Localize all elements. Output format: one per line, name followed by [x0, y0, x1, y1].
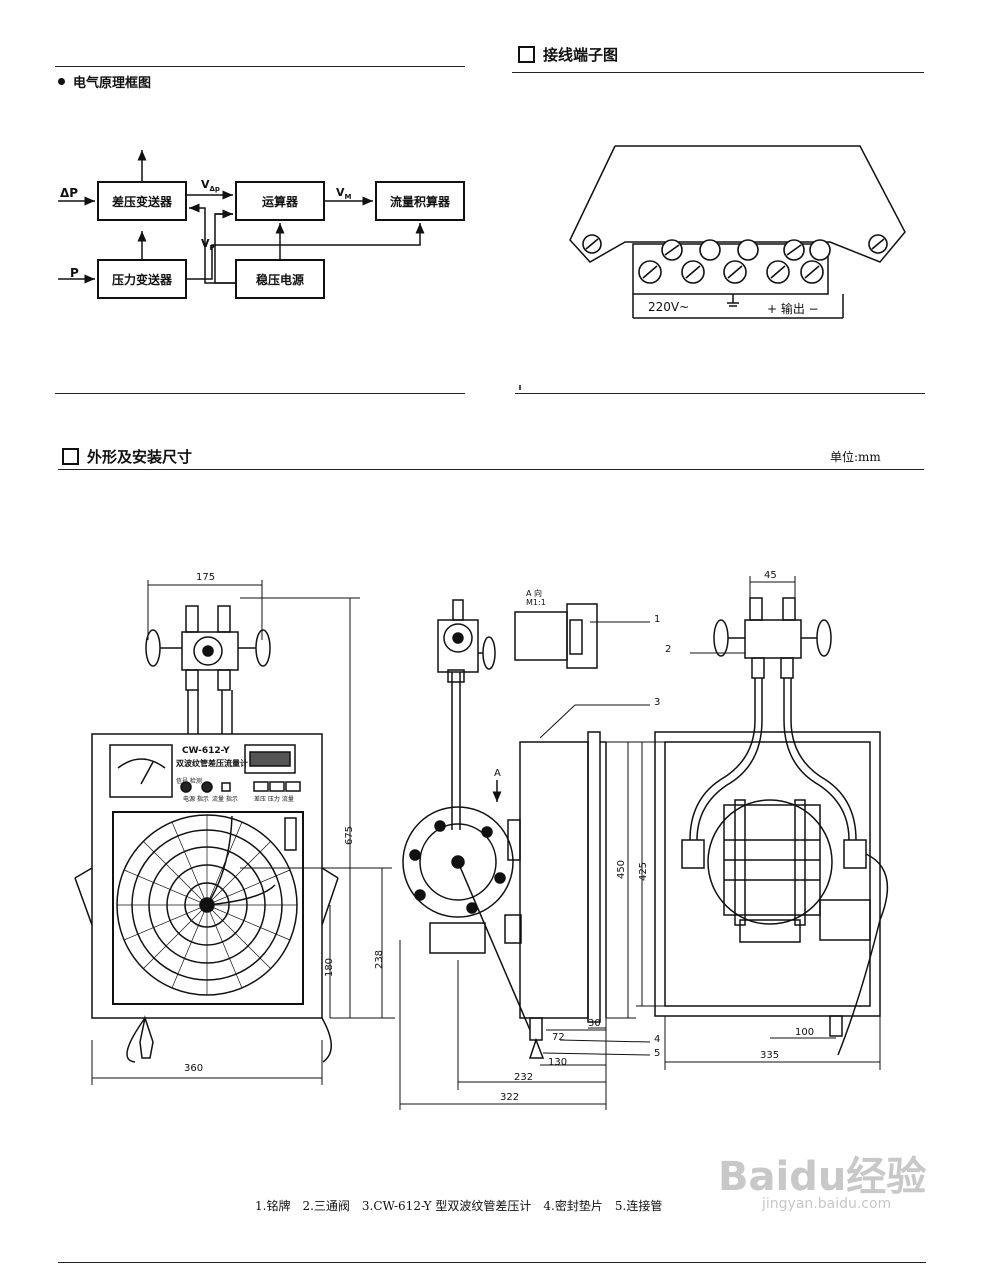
- callout-1: 1: [654, 614, 661, 625]
- dim-238: 238: [374, 949, 386, 970]
- dimensions-title: 外形及安装尺寸: [87, 448, 193, 466]
- rule-bottom: [58, 1262, 926, 1263]
- side-view-dim-lines: [399, 621, 651, 1110]
- dp-transmitter-block: 差压变送器: [97, 181, 187, 221]
- dim-360: 360: [184, 1063, 204, 1074]
- power-supply-block: 稳压电源: [235, 259, 325, 299]
- signal-vdp-label: VΔp: [201, 178, 220, 194]
- dim-100: 100: [795, 1027, 815, 1038]
- callout-4: 4: [654, 1034, 661, 1045]
- side-view-scale: M1:1: [526, 598, 546, 607]
- front-button-labels: 差压 压力 流量: [254, 796, 294, 803]
- callout-3: 3: [654, 697, 661, 708]
- rear-view-drawing: [654, 597, 889, 1056]
- rule-mid-left: [55, 393, 465, 394]
- rule-top-right: [512, 72, 924, 73]
- bullet-icon: [58, 78, 65, 85]
- dim-30: 30: [588, 1018, 601, 1029]
- figure-caption: 1.铭牌 2.三通阀 3.CW-612-Y 型双波纹管差压计 4.密封垫片 5.…: [255, 1199, 663, 1213]
- callout-2: 2: [665, 644, 672, 655]
- dim-45: 45: [764, 570, 777, 581]
- front-indicator-label-1: 电源 指示: [183, 796, 209, 803]
- callout-5: 5: [654, 1048, 661, 1059]
- dim-175: 175: [196, 572, 216, 583]
- rear-view-dim-lines: [636, 576, 881, 1070]
- side-view-drawing: [402, 599, 607, 1059]
- input-p-label: P: [70, 266, 79, 280]
- watermark-brand: Baidu经验: [718, 1154, 927, 1200]
- watermark-url: jingyan.baidu.com: [762, 1196, 892, 1212]
- front-model-text: CW-612-Y: [182, 746, 230, 756]
- checkbox-square-icon: [62, 448, 79, 465]
- front-indicator-label-2: 信号 检测: [176, 778, 202, 785]
- terminal-diagram-heading: 接线端子图: [518, 44, 618, 65]
- terminal-block-drawing: [519, 145, 906, 390]
- block-diagram-title: 电气原理框图: [73, 76, 152, 91]
- terminal-diagram-title: 接线端子图: [543, 46, 619, 64]
- dim-130: 130: [548, 1057, 568, 1068]
- dim-675: 675: [344, 825, 356, 846]
- dim-450: 450: [616, 859, 628, 880]
- calculator-block: 运算器: [235, 181, 325, 221]
- p-transmitter-block: 压力变送器: [97, 259, 187, 299]
- front-view-dim-lines: [91, 580, 395, 1085]
- rule-mid-right: [515, 393, 925, 394]
- dim-335: 335: [760, 1050, 780, 1061]
- front-view-drawing: [74, 605, 339, 1063]
- dim-72: 72: [552, 1032, 565, 1043]
- dim-322: 322: [500, 1092, 520, 1103]
- rule-dimensions: [58, 469, 924, 470]
- input-dp-label: ΔP: [60, 186, 79, 200]
- arrow-a-label: A: [494, 768, 501, 779]
- checkbox-square-icon: [518, 46, 535, 63]
- unit-label: 单位:mm: [830, 450, 881, 464]
- integrator-block: 流量积算器: [375, 181, 465, 221]
- chart-disk-radials: [117, 815, 297, 995]
- terminal-output-label: + 输出 −: [767, 302, 819, 316]
- dimensions-heading: 外形及安装尺寸: [62, 446, 192, 467]
- block-diagram-wiring: [58, 150, 425, 284]
- block-diagram-heading: 电气原理框图: [58, 72, 151, 91]
- front-indicator-label-3: 流量 指示: [212, 796, 238, 803]
- dim-232: 232: [514, 1072, 534, 1083]
- front-panel-text: 双波纹管差压流量计: [176, 759, 248, 768]
- dim-180: 180: [324, 957, 336, 978]
- terminal-screws: [582, 234, 888, 284]
- side-view-label: A 向: [526, 589, 543, 598]
- dim-425: 425: [638, 861, 650, 882]
- terminal-power-label: 220V~: [648, 300, 690, 314]
- signal-vm-label: VM: [336, 186, 352, 202]
- rule-top-left: [55, 66, 465, 67]
